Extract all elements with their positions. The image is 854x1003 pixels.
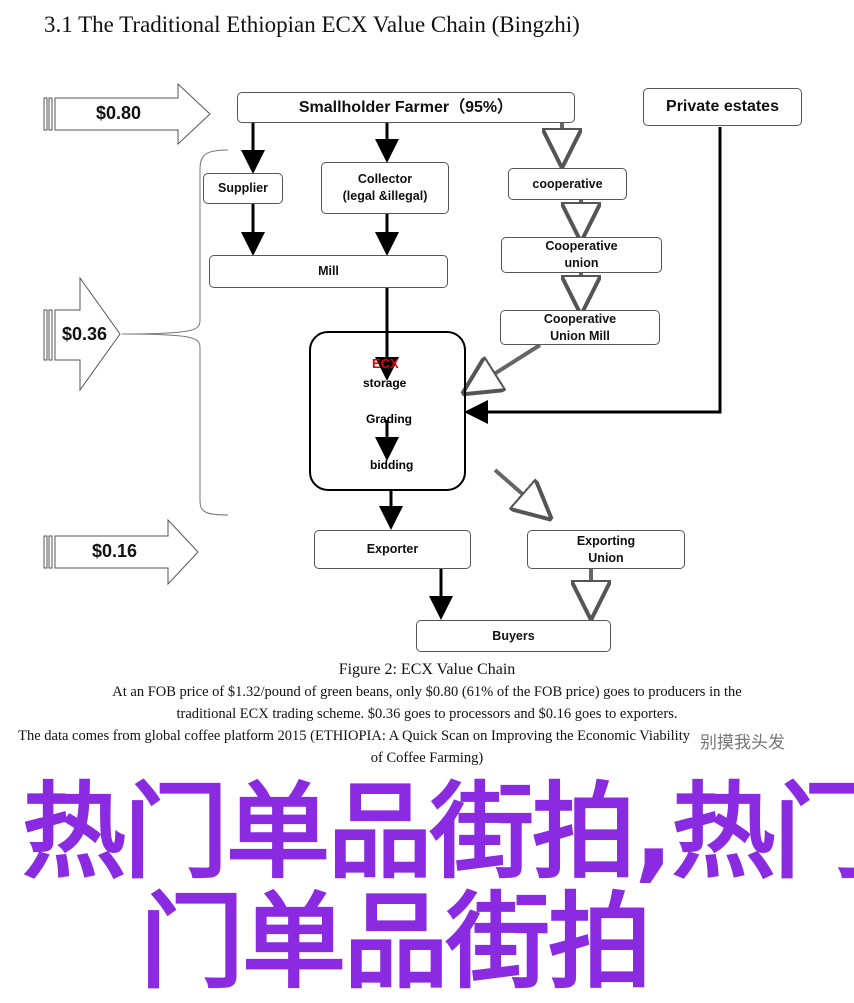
price-label-016: $0.16 [92,541,138,561]
node-cooperative-union-mill: Cooperative Union Mill [500,310,660,345]
node-cooperative-union: Cooperative union [501,237,662,273]
node-smallholder-farmer: Smallholder Farmer（95%） [237,92,575,123]
node-exporting-union: Exporting Union [527,530,685,569]
price-label-036: $0.36 [62,324,108,344]
caption-line-3: The data comes from global coffee platfo… [18,728,690,744]
brace [121,149,229,516]
node-buyers: Buyers [416,620,611,652]
overlay-text-line-1: 热门单品街拍,热门 [22,771,854,893]
ecx-storage: storage [363,376,407,390]
diagram-connectors [43,82,722,620]
overlay-text-line-2: 门单品街拍 [140,881,652,1003]
watermark: 别摸我头发 [700,733,785,752]
ecx-box [309,331,466,491]
node-collector: Collector (legal &illegal) [321,162,449,214]
node-supplier: Supplier [203,173,283,204]
caption-line-4: of Coffee Farming) [370,750,484,766]
ecx-label: ECX [372,356,399,371]
node-mill: Mill [209,255,448,288]
caption-line-2: traditional ECX trading scheme. $0.36 go… [176,706,678,722]
price-arrow-080 [43,82,211,146]
node-cooperative: cooperative [508,168,627,200]
page-title: 3.1 The Traditional Ethiopian ECX Value … [44,12,580,37]
price-label-080: $0.80 [96,103,142,123]
ecx-grading: Grading [366,412,413,426]
caption-line-1: At an FOB price of $1.32/pound of green … [112,684,742,700]
ecx-bidding: bidding [370,458,414,472]
node-private-estates: Private estates [643,88,802,126]
figure-caption-title: Figure 2: ECX Value Chain [338,661,516,678]
price-arrow-036 [43,276,121,392]
node-exporter: Exporter [314,530,471,569]
price-arrow-016 [43,518,199,586]
